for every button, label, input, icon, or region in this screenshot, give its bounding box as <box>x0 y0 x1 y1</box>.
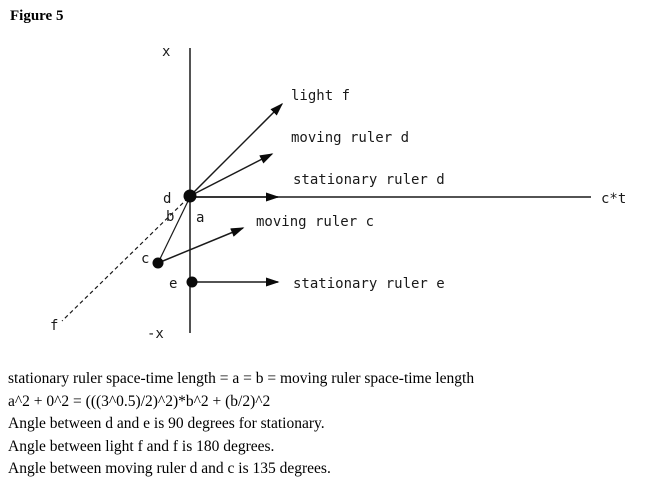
moving-ruler-d-arrow <box>189 153 274 197</box>
ct-axis-label: c*t <box>601 191 626 207</box>
moving-ruler-d-label: moving ruler d <box>291 130 409 146</box>
point-f-label: f <box>50 318 58 334</box>
point-d-label: d <box>163 191 171 207</box>
note-angle-d-c: Angle between moving ruler d and c is 13… <box>8 460 331 477</box>
spacetime-diagram: x -x c*t light f moving ruler d stationa… <box>50 44 626 342</box>
moving-ruler-c-label: moving ruler c <box>256 214 374 230</box>
figure-title: Figure 5 <box>10 8 64 24</box>
point-e-label: e <box>169 276 177 292</box>
point-c-dot <box>152 257 164 269</box>
x-axis-top-label: x <box>162 44 170 60</box>
point-a-label: a <box>196 210 204 226</box>
point-d-dot <box>183 189 197 203</box>
point-b-label: b <box>166 209 174 225</box>
note-angle-d-e: Angle between d and e is 90 degrees for … <box>8 415 325 432</box>
stationary-ruler-e-label: stationary ruler e <box>293 276 445 292</box>
point-e-dot <box>186 276 198 288</box>
x-axis-bottom-label: -x <box>147 326 164 342</box>
note-length-equality: stationary ruler space-time length = a =… <box>8 370 475 387</box>
note-equation: a^2 + 0^2 = (((3^0.5)/2)^2)*b^2 + (b/2)^… <box>8 392 271 410</box>
point-c-label: c <box>141 251 149 267</box>
light-f-arrow <box>189 102 284 197</box>
notes-block: stationary ruler space-time length = a =… <box>8 368 648 481</box>
note-angle-light-f: Angle between light f and f is 180 degre… <box>8 437 275 455</box>
segment-d-c <box>157 196 191 264</box>
stationary-ruler-d-label: stationary ruler d <box>293 172 445 188</box>
moving-ruler-c-arrow <box>157 227 245 264</box>
dashed-f-line <box>61 197 189 322</box>
light-f-label: light f <box>291 88 350 104</box>
